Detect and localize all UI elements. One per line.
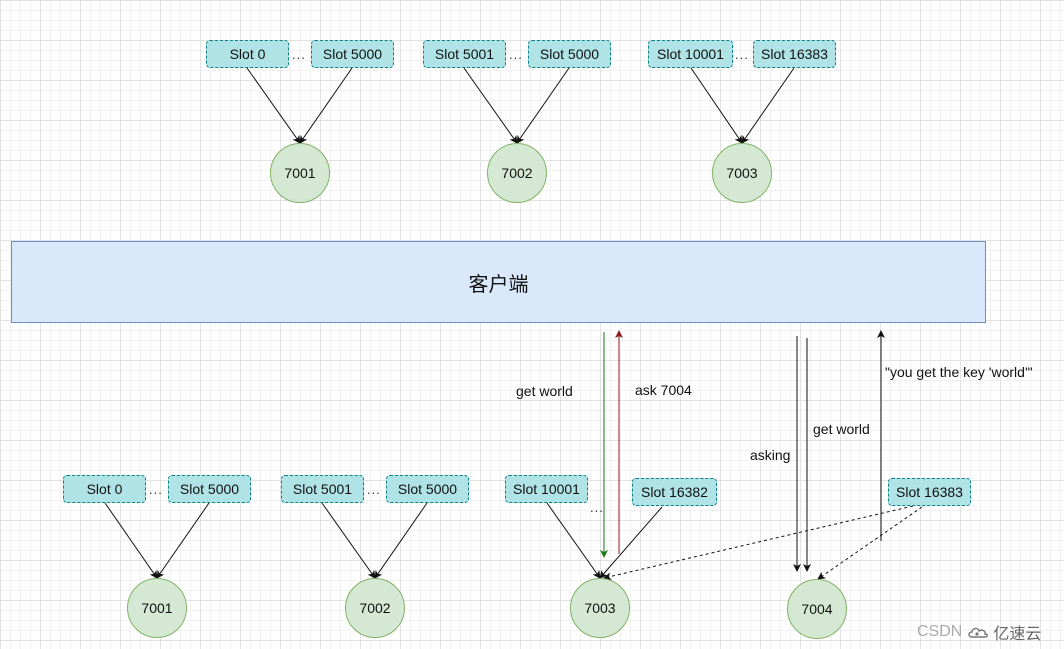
bottom-node-7003: 7003 xyxy=(570,578,630,638)
edge-top-7001-left xyxy=(246,67,301,144)
edge-bottom-7003-left xyxy=(546,502,601,579)
top-slot-end-1: Slot 5000 xyxy=(311,40,394,68)
label-asking: asking xyxy=(750,447,791,463)
bottom-node-7001: 7001 xyxy=(127,578,187,638)
edge-migrating-to-7003 xyxy=(603,505,914,581)
top-ellipsis-2: ... xyxy=(509,47,523,62)
edge-bottom-7002-left xyxy=(321,502,376,579)
edge-top-7003-right xyxy=(741,67,795,144)
bottom-slot-end-3: Slot 16382 xyxy=(632,478,717,506)
watermark-csdn: CSDN xyxy=(917,623,963,640)
watermark-brand: 亿速云 xyxy=(966,620,1041,644)
edge-top-7003-left xyxy=(690,67,743,144)
top-slot-start-2: Slot 5001 xyxy=(423,40,506,68)
cloud-icon xyxy=(968,627,989,638)
edge-bottom-7002-right xyxy=(374,502,428,579)
bottom-slot-end-2: Slot 5000 xyxy=(386,475,469,503)
top-node-7001: 7001 xyxy=(270,143,330,203)
top-slot-start-1: Slot 0 xyxy=(206,40,289,68)
bottom-node-7004: 7004 xyxy=(787,579,847,639)
top-node-7002: 7002 xyxy=(487,143,547,203)
top-slot-start-3: Slot 10001 xyxy=(648,40,733,68)
top-ellipsis-1: ... xyxy=(292,47,306,62)
label-ask-7004: ask 7004 xyxy=(635,382,692,398)
edge-top-7001-right xyxy=(299,67,353,144)
edge-top-7002-left xyxy=(463,67,518,144)
top-slot-end-3: Slot 16383 xyxy=(753,40,836,68)
bottom-ellipsis-2: ... xyxy=(367,482,381,497)
bottom-slot-start-3: Slot 10001 xyxy=(505,475,588,503)
edge-bottom-7001-left xyxy=(104,502,158,579)
bottom-slot-start-2: Slot 5001 xyxy=(281,475,364,503)
bottom-ellipsis-3: ... xyxy=(590,500,604,515)
edge-bottom-7001-right xyxy=(156,502,210,579)
label-get-world-2: get world xyxy=(813,421,870,437)
top-slot-end-2: Slot 5000 xyxy=(528,40,611,68)
bottom-node-7002: 7002 xyxy=(345,578,405,638)
watermark-brand-text: 亿速云 xyxy=(993,624,1042,643)
watermark: CSDN 亿速云 xyxy=(917,620,1041,644)
edge-bottom-7003-right xyxy=(599,506,663,579)
label-get-world-1: get world xyxy=(516,383,573,399)
edge-migrating-to-7004 xyxy=(817,506,923,580)
bottom-slot-start-1: Slot 0 xyxy=(63,475,146,503)
top-ellipsis-3: ... xyxy=(735,47,749,62)
migrating-slot: Slot 16383 xyxy=(888,478,971,506)
bottom-slot-end-1: Slot 5000 xyxy=(168,475,251,503)
label-response: "you get the key 'world'" xyxy=(885,364,1033,380)
bottom-ellipsis-1: ... xyxy=(149,482,163,497)
client-box: 客户端 xyxy=(11,241,986,323)
edge-top-7002-right xyxy=(516,67,570,144)
top-node-7003: 7003 xyxy=(712,143,772,203)
